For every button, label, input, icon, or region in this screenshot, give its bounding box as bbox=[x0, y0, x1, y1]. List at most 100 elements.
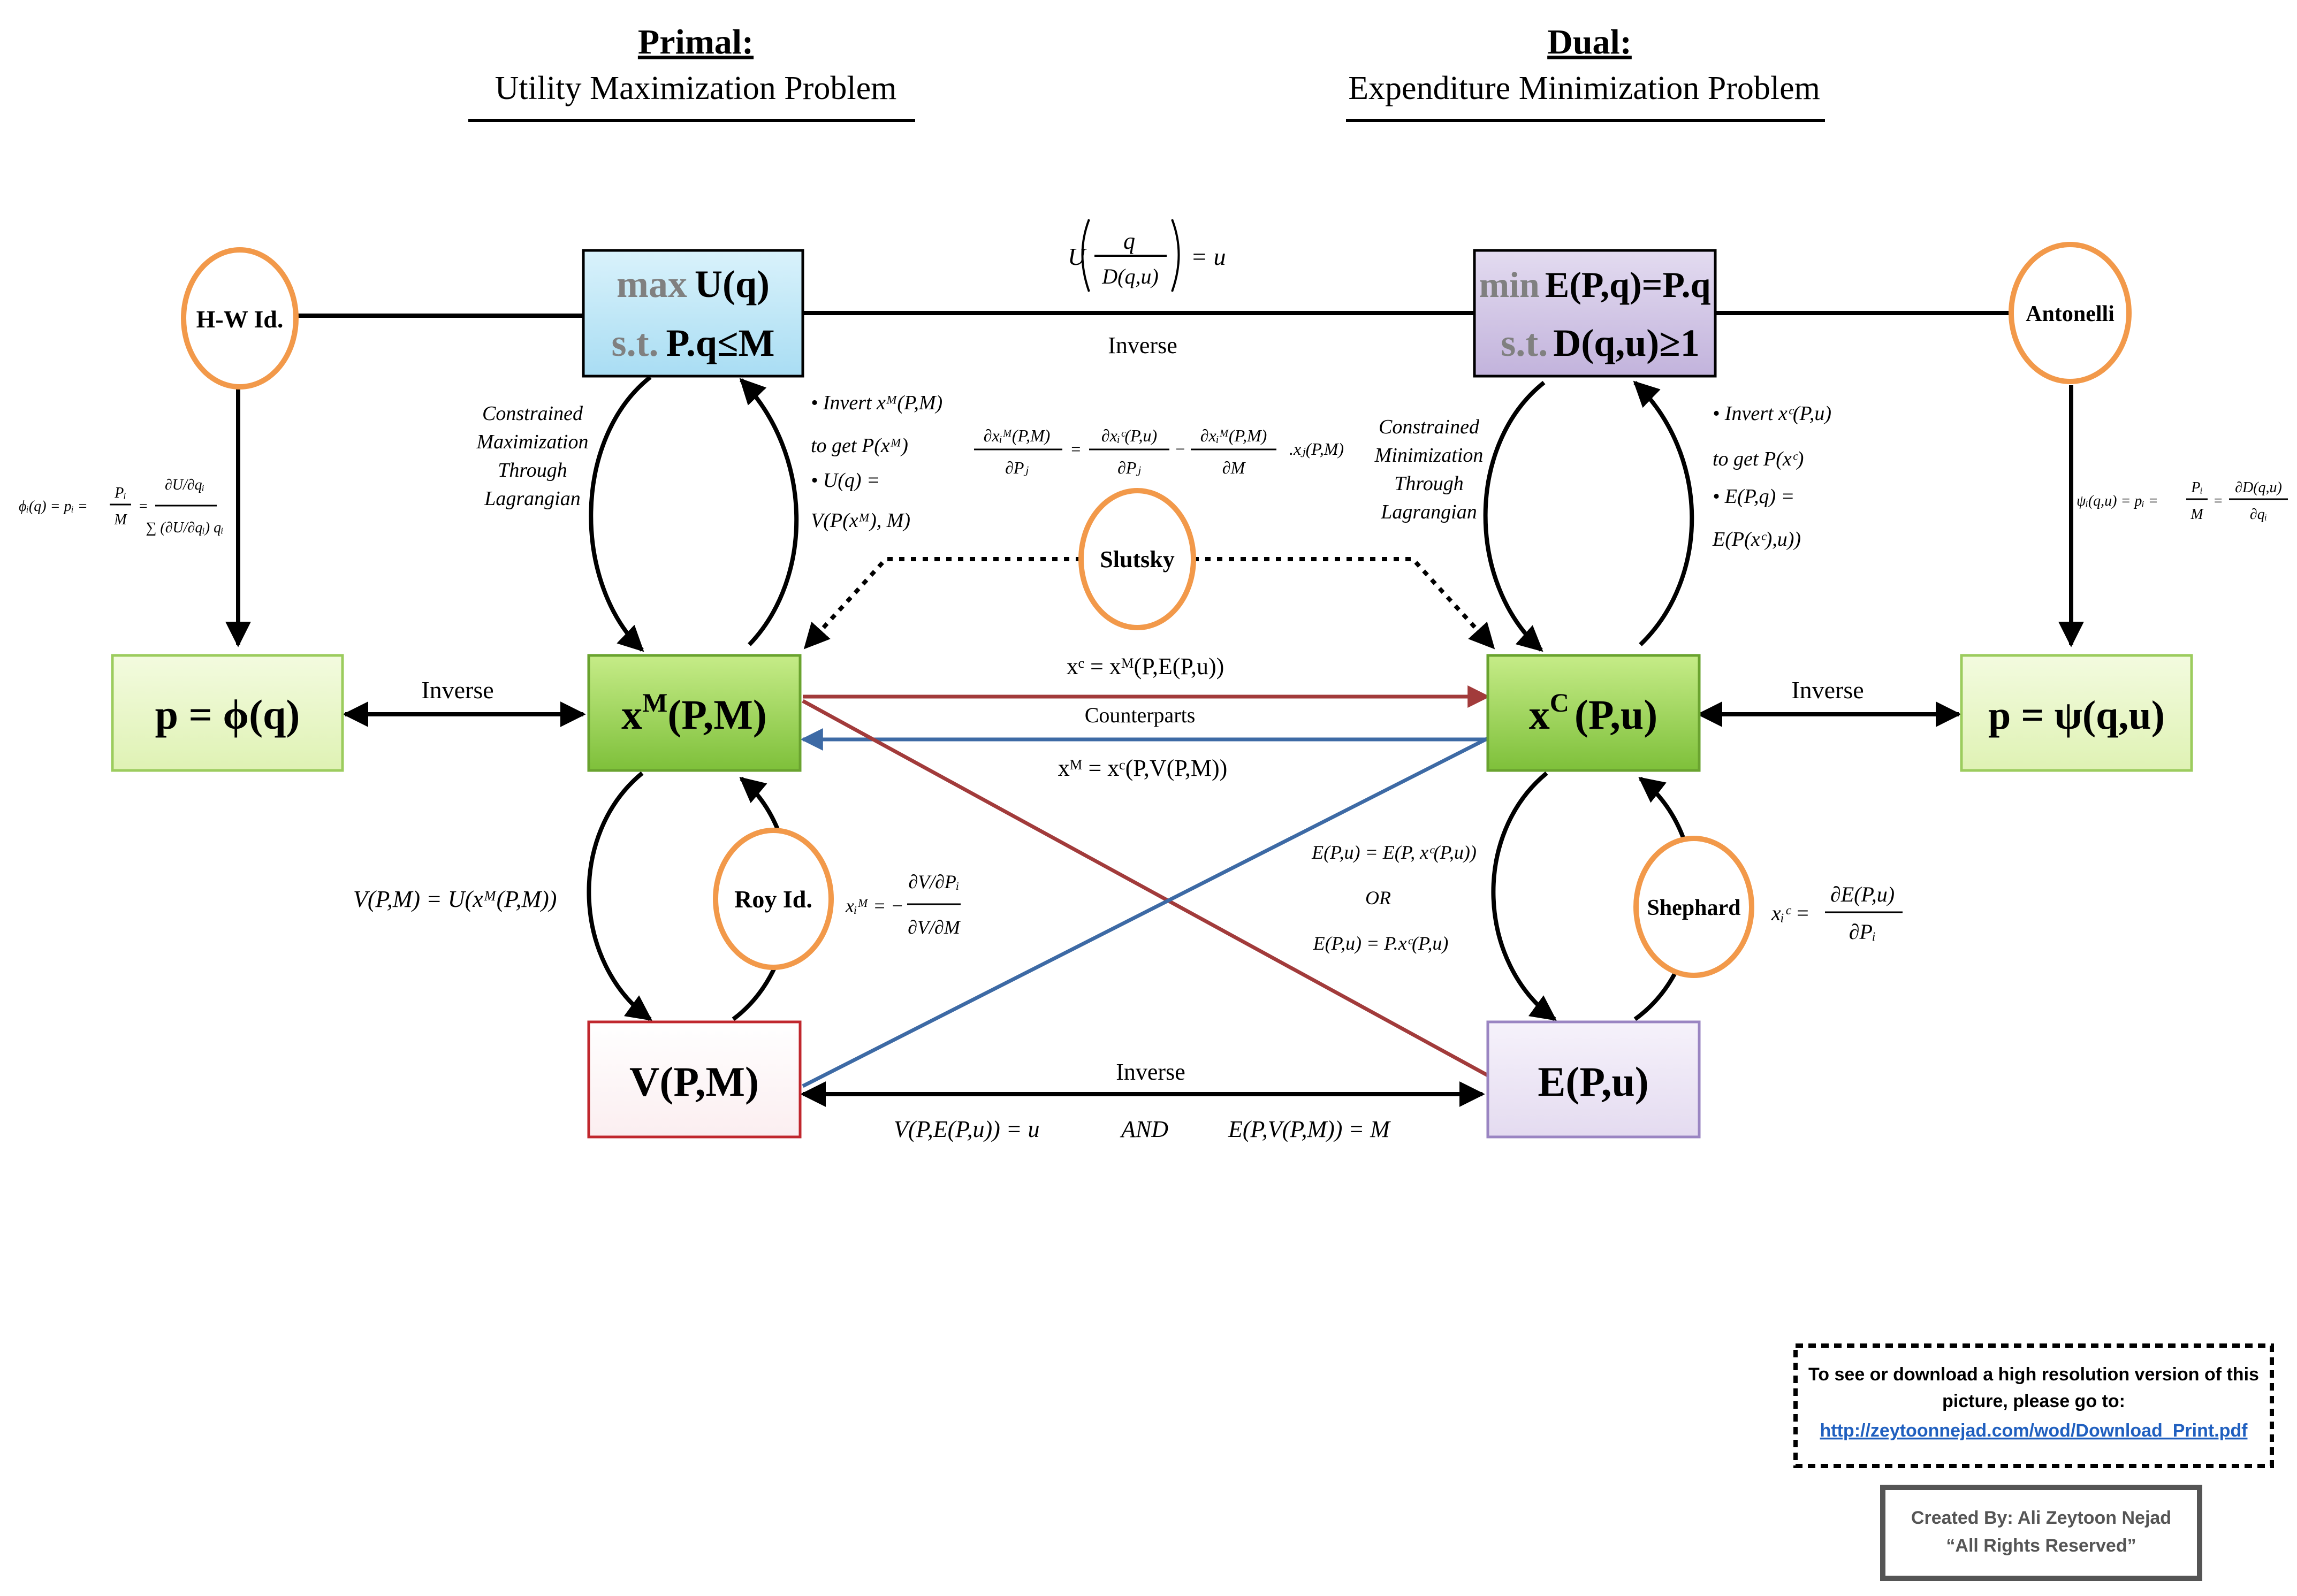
dual-title: Dual: bbox=[1547, 22, 1632, 62]
emin-box-frame bbox=[1473, 249, 1717, 378]
bottom-eq1: V(P,E(P,u)) = u bbox=[894, 1116, 1039, 1142]
antonelli-formula: ψᵢ(q,u) = pᵢ = Pᵢ M = ∂D(q,u) ∂qᵢ bbox=[2077, 479, 2288, 523]
invert-c-line-2: to get P(xᶜ) bbox=[1713, 448, 1804, 470]
xm-base: x bbox=[621, 691, 642, 738]
hw-lhs: ϕᵢ(q) = pᵢ = bbox=[19, 498, 88, 515]
slutsky-a-den: ∂Pⱼ bbox=[1005, 458, 1029, 477]
p-psi-box[interactable]: p = ψ(q,u) bbox=[1960, 654, 2193, 772]
ant-f2-den: ∂qᵢ bbox=[2250, 506, 2267, 523]
umax-to-xm-curve bbox=[589, 375, 652, 652]
slutsky-a-num: ∂xᵢᴹ(P,M) bbox=[984, 426, 1051, 445]
v-box-frame bbox=[587, 1020, 802, 1139]
xc-v-blue-line bbox=[802, 736, 1489, 1088]
xm-equation: xᴹ = xᶜ(P,V(P,M)) bbox=[1058, 755, 1228, 781]
e-eq2: E(P,u) = P.xᶜ(P,u) bbox=[1313, 933, 1449, 954]
roy-label: Roy Id. bbox=[734, 885, 812, 913]
credit-line-1: Created By: Ali Zeytoon Nejad bbox=[1911, 1508, 2171, 1528]
emin-to-xc-curve bbox=[1483, 380, 1546, 652]
credit-box: Created By: Ali Zeytoon Nejad “All Right… bbox=[1880, 1485, 2202, 1581]
counterparts-label: Counterparts bbox=[1085, 703, 1196, 727]
e-eq1: E(P,u) = E(P, xᶜ(P,u)) bbox=[1311, 842, 1477, 863]
antonelli-label: Antonelli bbox=[2026, 302, 2115, 326]
invert-m-line-3: • U(q) = bbox=[811, 469, 880, 492]
slutsky-equation: ∂xᵢᴹ(P,M) ∂Pⱼ = ∂xᵢᶜ(P,u) ∂Pⱼ − ∂xᵢᴹ(P,M… bbox=[974, 426, 1344, 477]
cmin-line-2: Minimization bbox=[1374, 444, 1484, 467]
xc-sup: C bbox=[1550, 688, 1569, 717]
notice-link[interactable]: http://zeytoonnejad.com/wod/Download_Pri… bbox=[1820, 1421, 2248, 1441]
xm-sup: M bbox=[642, 688, 667, 717]
xm-box[interactable]: xM(P,M) bbox=[587, 654, 802, 772]
p-psi-box-frame bbox=[1960, 654, 2193, 772]
invert-c-line-4: E(P(xᶜ),u)) bbox=[1712, 528, 1801, 551]
emin-constraint: D(q,u)≥1 bbox=[1553, 322, 1700, 364]
hw-identity[interactable]: H-W Id. bbox=[181, 247, 299, 390]
slutsky-circle bbox=[1078, 488, 1196, 630]
u-eq-num: q bbox=[1123, 228, 1135, 254]
v-equation: V(P,M) = U(xᴹ(P,M)) bbox=[353, 886, 557, 912]
ant-lhs: ψᵢ(q,u) = pᵢ = bbox=[2077, 493, 2158, 509]
e-box[interactable]: E(P,u) bbox=[1486, 1020, 1701, 1139]
slutsky-label: Slutsky bbox=[1100, 546, 1174, 572]
roy-circle bbox=[713, 828, 834, 970]
emin-objective: E(P,q)=P.q bbox=[1545, 264, 1711, 305]
invert-c-note: • Invert xᶜ(P,u) to get P(xᶜ) • E(P,q) =… bbox=[1712, 402, 1831, 551]
umax-box-frame bbox=[582, 249, 804, 378]
shephard-identity[interactable]: Shephard bbox=[1633, 836, 1754, 978]
slutsky-identity[interactable]: Slutsky bbox=[1078, 488, 1196, 630]
p-psi-label: p = ψ(q,u) bbox=[1988, 693, 2165, 738]
shephard-circle bbox=[1633, 836, 1754, 978]
ant-equals: = bbox=[2213, 493, 2223, 509]
u-d-equation: U q D(q,u) = u bbox=[1068, 219, 1226, 292]
hw-circle bbox=[181, 247, 299, 390]
credit-frame bbox=[1880, 1485, 2202, 1581]
invert-m-note: • Invert xᴹ(P,M) to get P(xᴹ) • U(q) = V… bbox=[811, 392, 942, 532]
hw-formula: ϕᵢ(q) = pᵢ = Pᵢ M = ∂U/∂qᵢ ∑ (∂U/∂qᵢ) qᵢ bbox=[19, 477, 224, 536]
hw-f1-num: Pᵢ bbox=[114, 485, 126, 501]
u-eq-right-paren bbox=[1171, 219, 1180, 292]
xm-args: (P,M) bbox=[667, 691, 767, 738]
antonelli-identity[interactable]: Antonelli bbox=[2009, 242, 2132, 384]
xc-base: x bbox=[1529, 691, 1550, 738]
relation-labels: Inverse Inverse Inverse Inverse xᶜ = xᴹ(… bbox=[19, 219, 2288, 1142]
u-eq-left-paren bbox=[1081, 219, 1090, 292]
umax-constraint: P.q≤M bbox=[666, 322, 775, 364]
slutsky-left-dotted-arrow bbox=[803, 557, 1081, 650]
slutsky-equals: = bbox=[1070, 439, 1082, 459]
primal-heading: Primal: Utility Maximization Problem bbox=[468, 22, 915, 122]
download-notice-frame bbox=[1793, 1343, 2274, 1468]
ant-f1-num: Pᵢ bbox=[2190, 479, 2203, 496]
v-box[interactable]: V(P,M) bbox=[587, 1020, 802, 1139]
cmin-line-3: Through bbox=[1394, 472, 1464, 495]
cmin-line-4: Lagrangian bbox=[1380, 501, 1477, 523]
u-eq-den: D(q,u) bbox=[1101, 264, 1159, 288]
xc-args: (P,u) bbox=[1575, 691, 1657, 738]
xc-label: xC(P,u) bbox=[1529, 688, 1657, 738]
slutsky-c-num: ∂xᵢᴹ(P,M) bbox=[1200, 426, 1267, 445]
hw-f2-num: ∂U/∂qᵢ bbox=[165, 477, 204, 493]
roy-den: ∂V/∂M bbox=[908, 917, 961, 938]
hw-label: H-W Id. bbox=[196, 306, 284, 333]
roy-identity[interactable]: Roy Id. bbox=[713, 828, 834, 970]
invert-c-line-3: • E(P,q) = bbox=[1713, 485, 1794, 508]
xc-equation: xᶜ = xᴹ(P,E(P,u)) bbox=[1067, 653, 1224, 679]
invert-m-line-1: • Invert xᴹ(P,M) bbox=[811, 392, 942, 414]
xm-label: xM(P,M) bbox=[621, 688, 767, 738]
bottom-eq2: E(P,V(P,M)) = M bbox=[1228, 1116, 1391, 1142]
xm-to-v-curve bbox=[587, 771, 652, 1021]
shep-lhs: xᵢᶜ = bbox=[1771, 901, 1810, 925]
e-label: E(P,u) bbox=[1538, 1058, 1648, 1105]
counterpart-arrows bbox=[800, 685, 1490, 1088]
roy-lhs: xᵢᴹ = − bbox=[845, 895, 904, 917]
dual-subtitle: Expenditure Minimization Problem bbox=[1348, 70, 1820, 106]
p-phi-box-frame bbox=[111, 654, 344, 772]
xc-box[interactable]: xC(P,u) bbox=[1486, 654, 1701, 772]
identity-circles: H-W Id. Antonelli Slutsky Roy Id. Shepha… bbox=[181, 242, 2132, 978]
constrained-min-note: Constrained Minimization Through Lagrang… bbox=[1374, 416, 1484, 523]
p-phi-box[interactable]: p = ϕ(q) bbox=[111, 654, 344, 772]
slutsky-tail: .xⱼ(P,M) bbox=[1289, 439, 1344, 459]
roy-formula: xᵢᴹ = − ∂V/∂Pᵢ ∂V/∂M bbox=[845, 871, 961, 938]
notice-line-1: To see or download a high resolution ver… bbox=[1808, 1364, 2259, 1385]
